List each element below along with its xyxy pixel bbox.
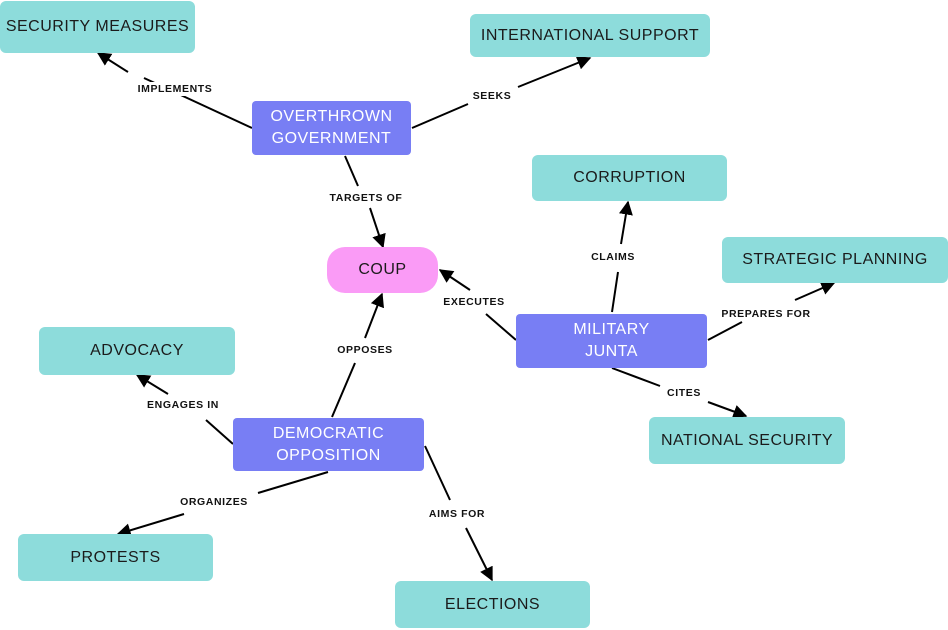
edge-targets-of — [344, 155, 383, 247]
edge-label-cites: CITES — [663, 386, 705, 400]
node-protests[interactable]: PROTESTS — [18, 534, 213, 581]
edge-opposes — [331, 294, 382, 418]
node-military-junta[interactable]: MILITARY JUNTA — [516, 314, 707, 368]
edge-prepares-for — [707, 283, 834, 341]
edge-label-aims-for: AIMS FOR — [424, 507, 490, 521]
node-corruption[interactable]: CORRUPTION — [532, 155, 727, 201]
edge-label-executes: EXECUTES — [439, 295, 509, 309]
edge-engages-in — [137, 375, 234, 445]
edge-seeks — [411, 58, 590, 129]
edge-label-implements: IMPLEMENTS — [133, 82, 217, 96]
edge-cites — [611, 367, 746, 416]
edge-label-engages-in: ENGAGES IN — [143, 398, 223, 412]
edge-claims — [611, 202, 628, 313]
edge-label-prepares-for: PREPARES FOR — [717, 307, 815, 321]
edge-label-organizes: ORGANIZES — [176, 495, 252, 509]
node-strategic-planning[interactable]: STRATEGIC PLANNING — [722, 237, 948, 283]
node-international-support[interactable]: INTERNATIONAL SUPPORT — [470, 14, 710, 57]
edge-organizes — [118, 471, 329, 534]
node-national-security[interactable]: NATIONAL SECURITY — [649, 417, 845, 464]
edge-aims-for — [424, 445, 492, 580]
node-elections[interactable]: ELECTIONS — [395, 581, 590, 628]
node-coup[interactable]: COUP — [327, 247, 438, 293]
node-democratic-opposition[interactable]: DEMOCRATIC OPPOSITION — [233, 418, 424, 471]
edge-label-opposes: OPPOSES — [333, 343, 397, 357]
edge-label-seeks: SEEKS — [468, 89, 516, 103]
edge-executes — [440, 270, 517, 341]
node-overthrown-government[interactable]: OVERTHROWN GOVERNMENT — [252, 101, 411, 155]
edge-label-claims: CLAIMS — [587, 250, 639, 264]
node-advocacy[interactable]: ADVOCACY — [39, 327, 235, 375]
edge-label-targets-of: TARGETS OF — [325, 191, 407, 205]
node-security-measures[interactable]: SECURITY MEASURES — [0, 1, 195, 53]
